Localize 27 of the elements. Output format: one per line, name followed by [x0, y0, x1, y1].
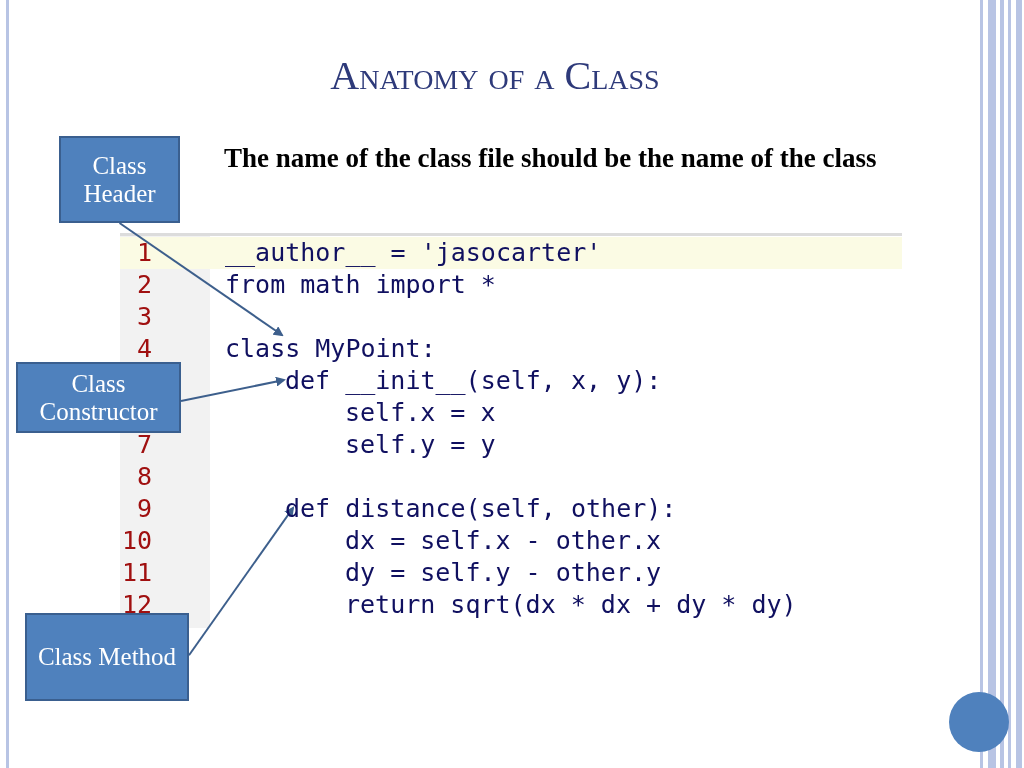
code-line: __author__ = 'jasocarter': [225, 238, 602, 268]
slide-title: Anatomy of a Class: [329, 52, 661, 99]
code-line: from math import *: [225, 270, 496, 300]
leader-line: [180, 376, 286, 403]
line-number: 2: [135, 270, 152, 300]
line-number: 4: [135, 334, 152, 364]
line-number: 7: [135, 430, 152, 460]
leader-line: [118, 222, 284, 337]
code-line: class MyPoint:: [225, 334, 436, 364]
line-number: 3: [135, 302, 152, 332]
code-line: return sqrt(dx * dx + dy * dy): [345, 590, 797, 620]
code-line: self.x = x: [345, 398, 496, 428]
callout-box: Class Method: [25, 613, 189, 701]
code-line: dx = self.x - other.x: [345, 526, 662, 556]
code-line: def __init__(self, x, y):: [285, 366, 662, 396]
code-line: def distance(self, other):: [285, 494, 677, 524]
line-number: 10: [120, 526, 152, 556]
line-number: 11: [120, 558, 152, 588]
line-number: 9: [135, 494, 152, 524]
line-number: 8: [135, 462, 152, 492]
note-text: The name of the class file should be the name of the class: [224, 143, 878, 174]
callout-box: Class Constructor: [16, 362, 181, 433]
code-line: self.y = y: [345, 430, 496, 460]
line-number: 1: [135, 238, 152, 268]
callout-box: Class Header: [59, 136, 180, 223]
code-line: dy = self.y - other.y: [345, 558, 662, 588]
leader-line: [188, 506, 295, 657]
